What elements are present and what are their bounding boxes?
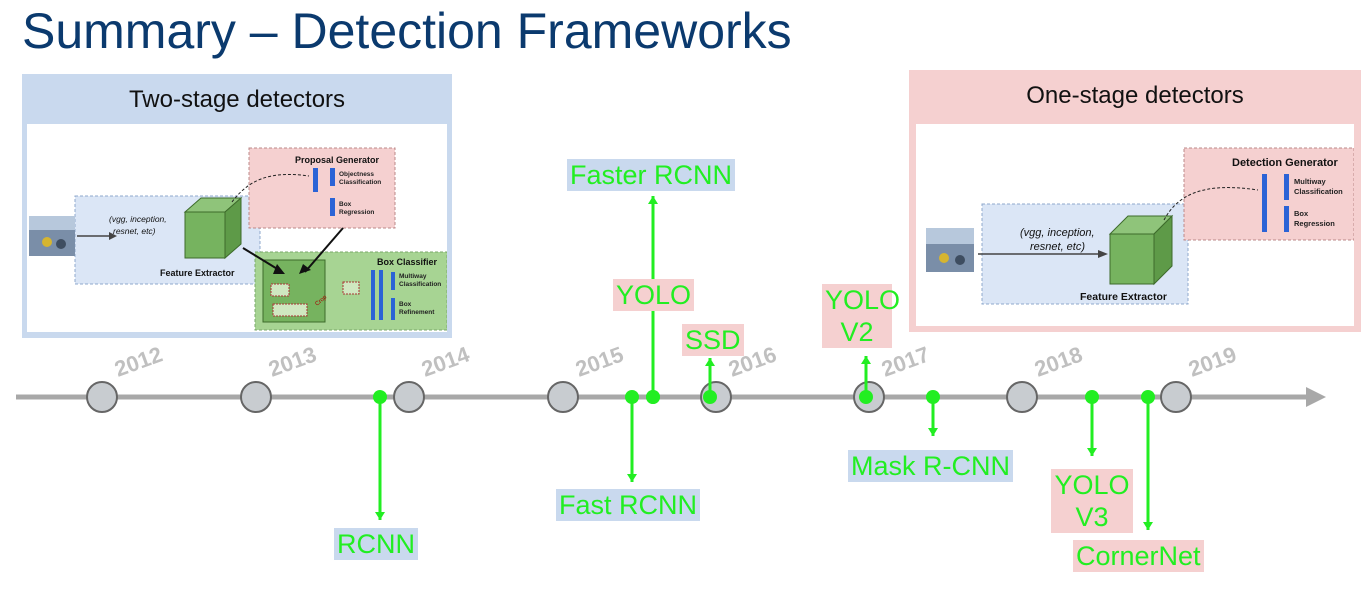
marker-yolo-v3 [1085,390,1099,456]
year-label-2015: 2015 [572,341,627,381]
label-fast-rcnn: Fast RCNN [556,489,701,521]
yolo-v3-text: YOLO V3 [1054,470,1130,532]
label-ssd: SSD [682,324,744,356]
multiway-class-text: Classification [399,281,441,288]
backbone-text-4: resnet, etc) [1030,241,1085,253]
detection-generator-label: Detection Generator [1232,157,1338,169]
year-label-2012: 2012 [111,341,166,381]
one-stage-heading: One-stage detectors [1026,82,1244,109]
year-node-2018 [1006,381,1038,413]
feature-extractor-label-2: Feature Extractor [1080,291,1167,303]
two-stage-diagram: (vgg, inception, resnet, etc) Feature Ex… [27,124,448,332]
proposal-generator-label: Proposal Generator [295,155,380,165]
page-title: Summary – Detection Frameworks [22,3,792,59]
year-label-2013: 2013 [265,341,320,381]
feature-extractor-label: Feature Extractor [160,268,235,278]
marker-yolo [646,390,660,404]
year-node-2013 [240,381,272,413]
label-mask-rcnn: Mask R-CNN [848,450,1013,482]
timeline-arrowhead [1306,387,1326,407]
marker-fast-rcnn [625,390,639,482]
one-stage-diagram: (vgg, inception, resnet, etc) Feature Ex… [916,124,1355,326]
box-classifier-label: Box Classifier [377,257,438,267]
label-yolo-v2: YOLO V2 [822,284,901,348]
year-node-2015 [547,381,579,413]
marker-mask-r-cnn [926,390,940,436]
regression-text: Regression [339,209,374,216]
marker-yolo-v2 [859,356,873,404]
two-stage-panel: Two-stage detectors (vgg, inception, res… [22,74,452,338]
backbone-text-3: (vgg, inception, [1020,227,1095,239]
label-yolo: YOLO [613,279,695,311]
two-stage-figure: (vgg, inception, resnet, etc) Feature Ex… [29,147,448,331]
refinement-text: Refinement [399,309,435,316]
input-photo-2 [926,228,974,272]
label-yolo-v3: YOLO V3 [1051,469,1133,533]
label-faster-rcnn: Faster RCNN [567,159,736,191]
backbone-text-2: resnet, etc) [113,226,156,236]
marker-cornernet [1141,390,1155,530]
multiway-text-2: Multiway [1294,177,1326,186]
year-label-2018: 2018 [1031,341,1086,381]
year-node-2014 [393,381,425,413]
label-rcnn: RCNN [334,528,418,560]
one-stage-panel: One-stage detectors (vgg, inception, res… [909,70,1361,332]
yolo-v2-text: YOLO V2 [825,285,901,347]
backbone-text-1: (vgg, inception, [109,214,167,224]
refinement-box-text: Box [399,301,412,308]
feature-cube-2 [1108,214,1174,286]
two-stage-heading: Two-stage detectors [128,86,346,113]
regression-text-2: Regression [1294,219,1335,228]
multiway-text: Multiway [399,273,427,280]
box-text: Box [339,201,352,208]
year-node-2012 [86,381,118,413]
input-photo [29,216,75,256]
feature-cube [183,196,243,260]
marker-ssd [703,358,717,404]
year-label-2014: 2014 [418,341,473,381]
multiway-class-text-2: Classification [1294,187,1343,196]
objectness-text: Objectness [339,171,374,178]
year-label-2019: 2019 [1185,341,1240,381]
box-text-2: Box [1294,209,1309,218]
year-node-2019 [1160,381,1192,413]
one-stage-figure: (vgg, inception, resnet, etc) Feature Ex… [926,147,1355,305]
label-cornernet: CornerNet [1073,540,1204,572]
marker-rcnn [373,390,387,520]
objectness-class-text: Classification [339,179,381,186]
